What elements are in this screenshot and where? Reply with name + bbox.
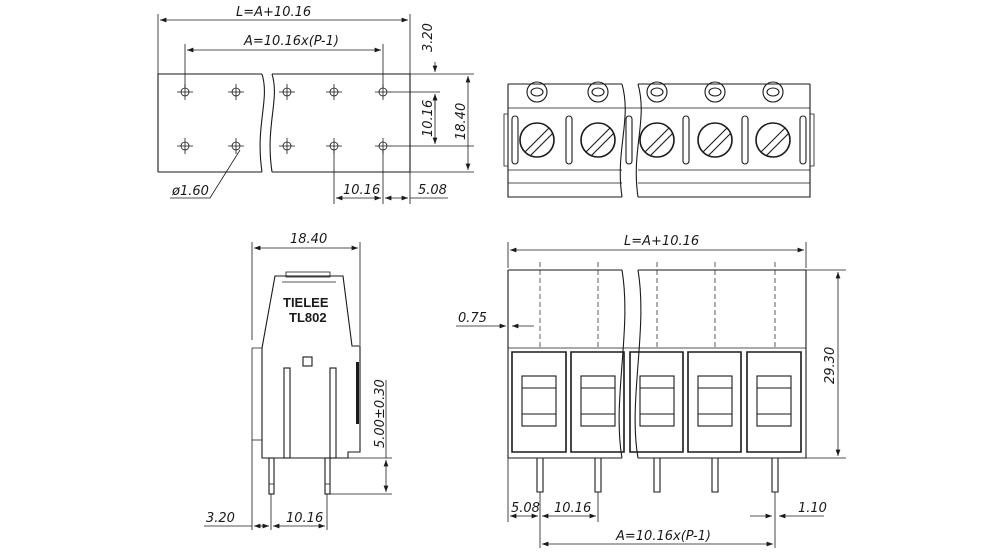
dim-pin-length: 5.00±0.30 [373,379,388,448]
dim-front-pitch: 10.16 [554,501,591,516]
front-view: L=A+10.16 [456,234,846,548]
screw-top-view [503,81,815,198]
dim-hole-diameter: ø1.60 [171,184,209,199]
dim-wall-thickness: 0.75 [458,311,487,326]
dim-overall-length: L=A+10.16 [236,5,311,20]
dim-edge-offset: 5.08 [418,183,447,198]
dim-row-spacing: 10.16 [421,100,436,137]
dim-pitch: 10.16 [343,183,380,198]
model-number: TL802 [289,310,327,325]
brand-name: TIELEE [283,295,329,310]
dim-front-edge: 5.08 [511,501,540,516]
dim-total-height: 29.30 [823,347,838,384]
dim-front-overall: L=A+10.16 [624,234,699,249]
dim-depth: 18.40 [454,103,469,140]
dim-body-width: 18.40 [290,232,327,247]
dim-front-pitch-total: A=10.16x(P-1) [615,529,711,544]
dim-pin-width: 1.10 [798,501,827,516]
dim-pin-offset: 3.20 [206,511,235,526]
footprint-view: L=A+10.16 A=10.16x(P-1) 3.20 10.16 18.40… [157,5,474,204]
side-view: 18.40 TIELEE TL802 5.00±0.30 3.20 10.16 [204,232,392,530]
dim-top-offset: 3.20 [421,23,436,52]
screw-heads [519,122,791,158]
hole-pattern [177,84,391,154]
wire-entries [511,351,802,453]
dim-pitch-total: A=10.16x(P-1) [243,34,339,49]
dim-pin-pitch: 10.16 [286,511,323,526]
